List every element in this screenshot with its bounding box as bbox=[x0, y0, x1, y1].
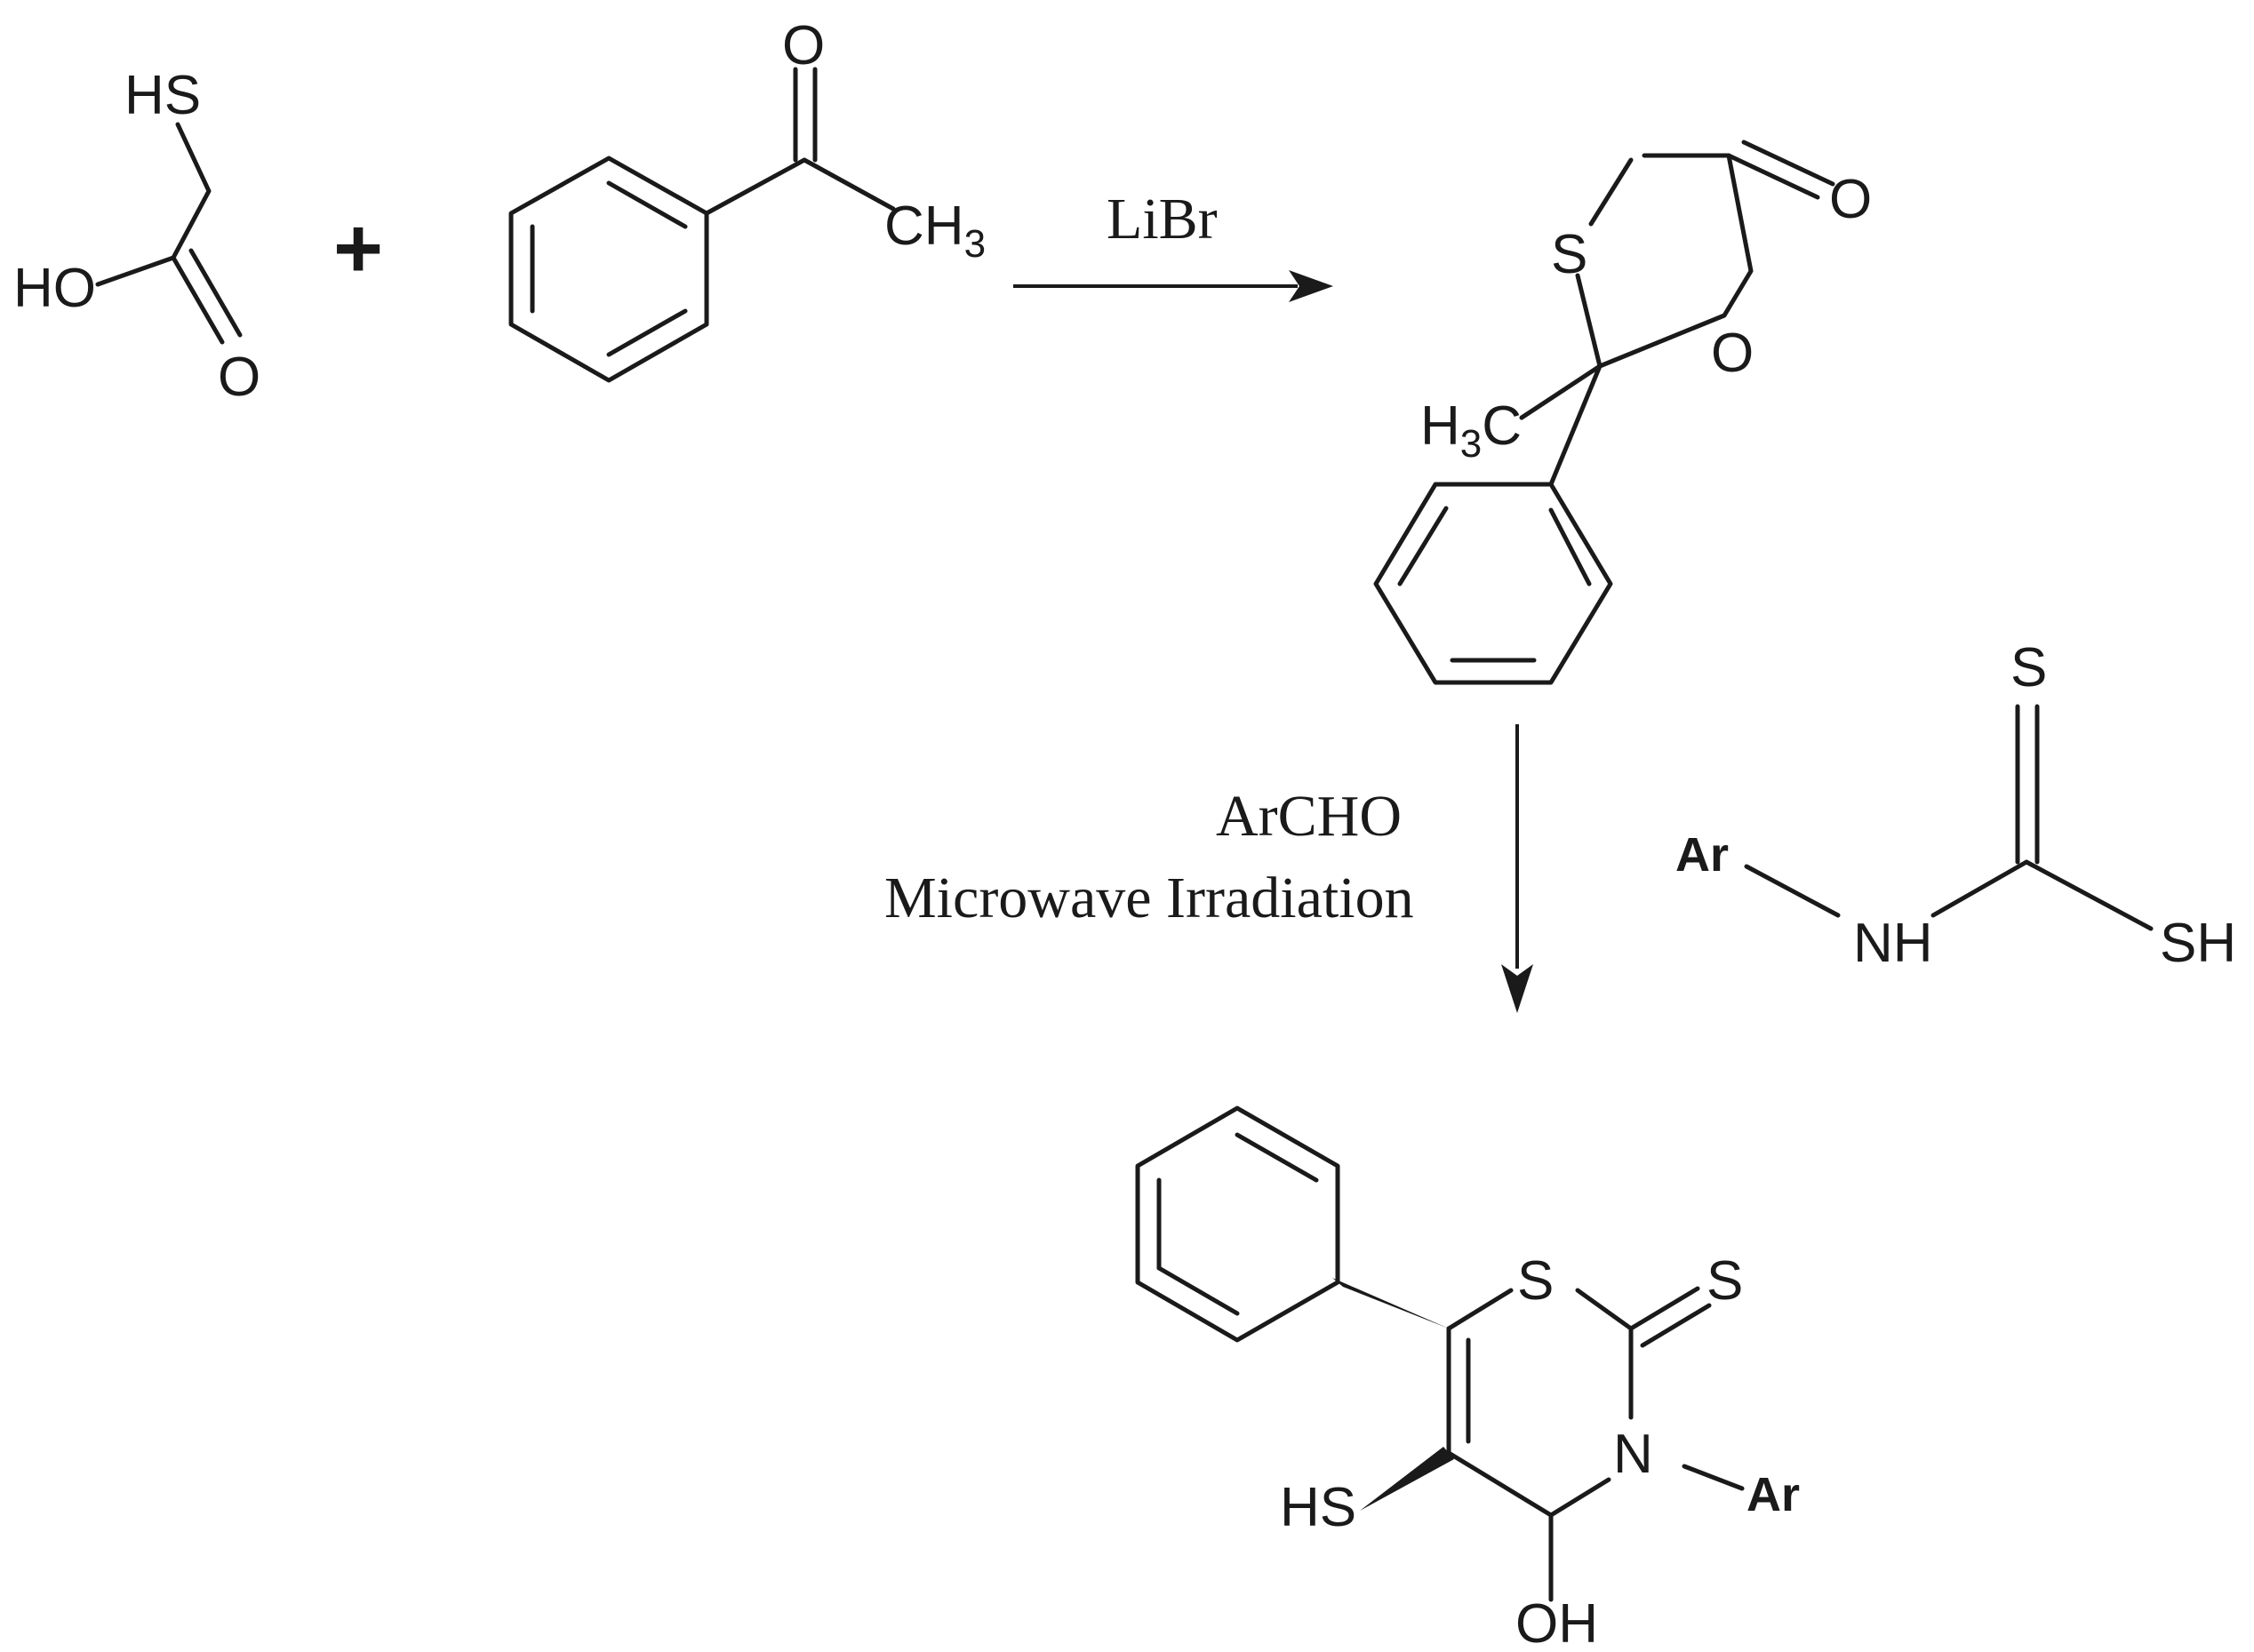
thione-sulfur-label: S bbox=[2010, 637, 2047, 698]
ring-sulfur-label: S bbox=[1551, 224, 1587, 285]
oh-label: OH bbox=[1515, 1593, 1598, 1652]
h3c-label: H3C bbox=[1420, 395, 1522, 466]
oxathiolanone-intermediate: S O O H3C bbox=[1373, 140, 1872, 685]
carbonyl-oxygen-label: O bbox=[218, 347, 260, 408]
step2-arrow: ArCHO Microwave Irradiation bbox=[884, 724, 1533, 1013]
plus-sign: + bbox=[333, 201, 383, 296]
ch3-label: CH3 bbox=[884, 196, 986, 266]
step1-arrow: LiBr bbox=[1013, 187, 1333, 302]
hs-label: HS bbox=[1280, 1477, 1356, 1538]
ho-label: HO bbox=[13, 258, 96, 319]
step2-reagent-label: ArCHO bbox=[1216, 784, 1402, 849]
step2-condition-label: Microwave Irradiation bbox=[884, 866, 1414, 930]
hs-label: HS bbox=[124, 65, 201, 126]
acetophenone: O CH3 bbox=[508, 15, 986, 383]
ketone-oxygen-label: O bbox=[782, 15, 825, 76]
aryl-dithiocarbamic-acid: S Ar NH SH bbox=[1675, 637, 2236, 974]
thiazine-thione-product: S S N Ar HS OH bbox=[1135, 1105, 1800, 1652]
aryl-label: Ar bbox=[1675, 828, 1729, 882]
aryl-label: Ar bbox=[1746, 1468, 1800, 1521]
nitrogen-label: N bbox=[1613, 1424, 1653, 1485]
step1-reagent-label: LiBr bbox=[1107, 187, 1218, 251]
sh-label: SH bbox=[2160, 913, 2236, 974]
thione-sulfur-label: S bbox=[1706, 1250, 1743, 1312]
ring-oxygen-label: O bbox=[1711, 323, 1754, 384]
lactone-carbonyl-oxygen-label: O bbox=[1829, 169, 1872, 230]
ring-sulfur-label: S bbox=[1517, 1250, 1554, 1312]
thioglycolic-acid: HS HO O bbox=[13, 65, 260, 408]
nh-label: NH bbox=[1853, 913, 1933, 974]
